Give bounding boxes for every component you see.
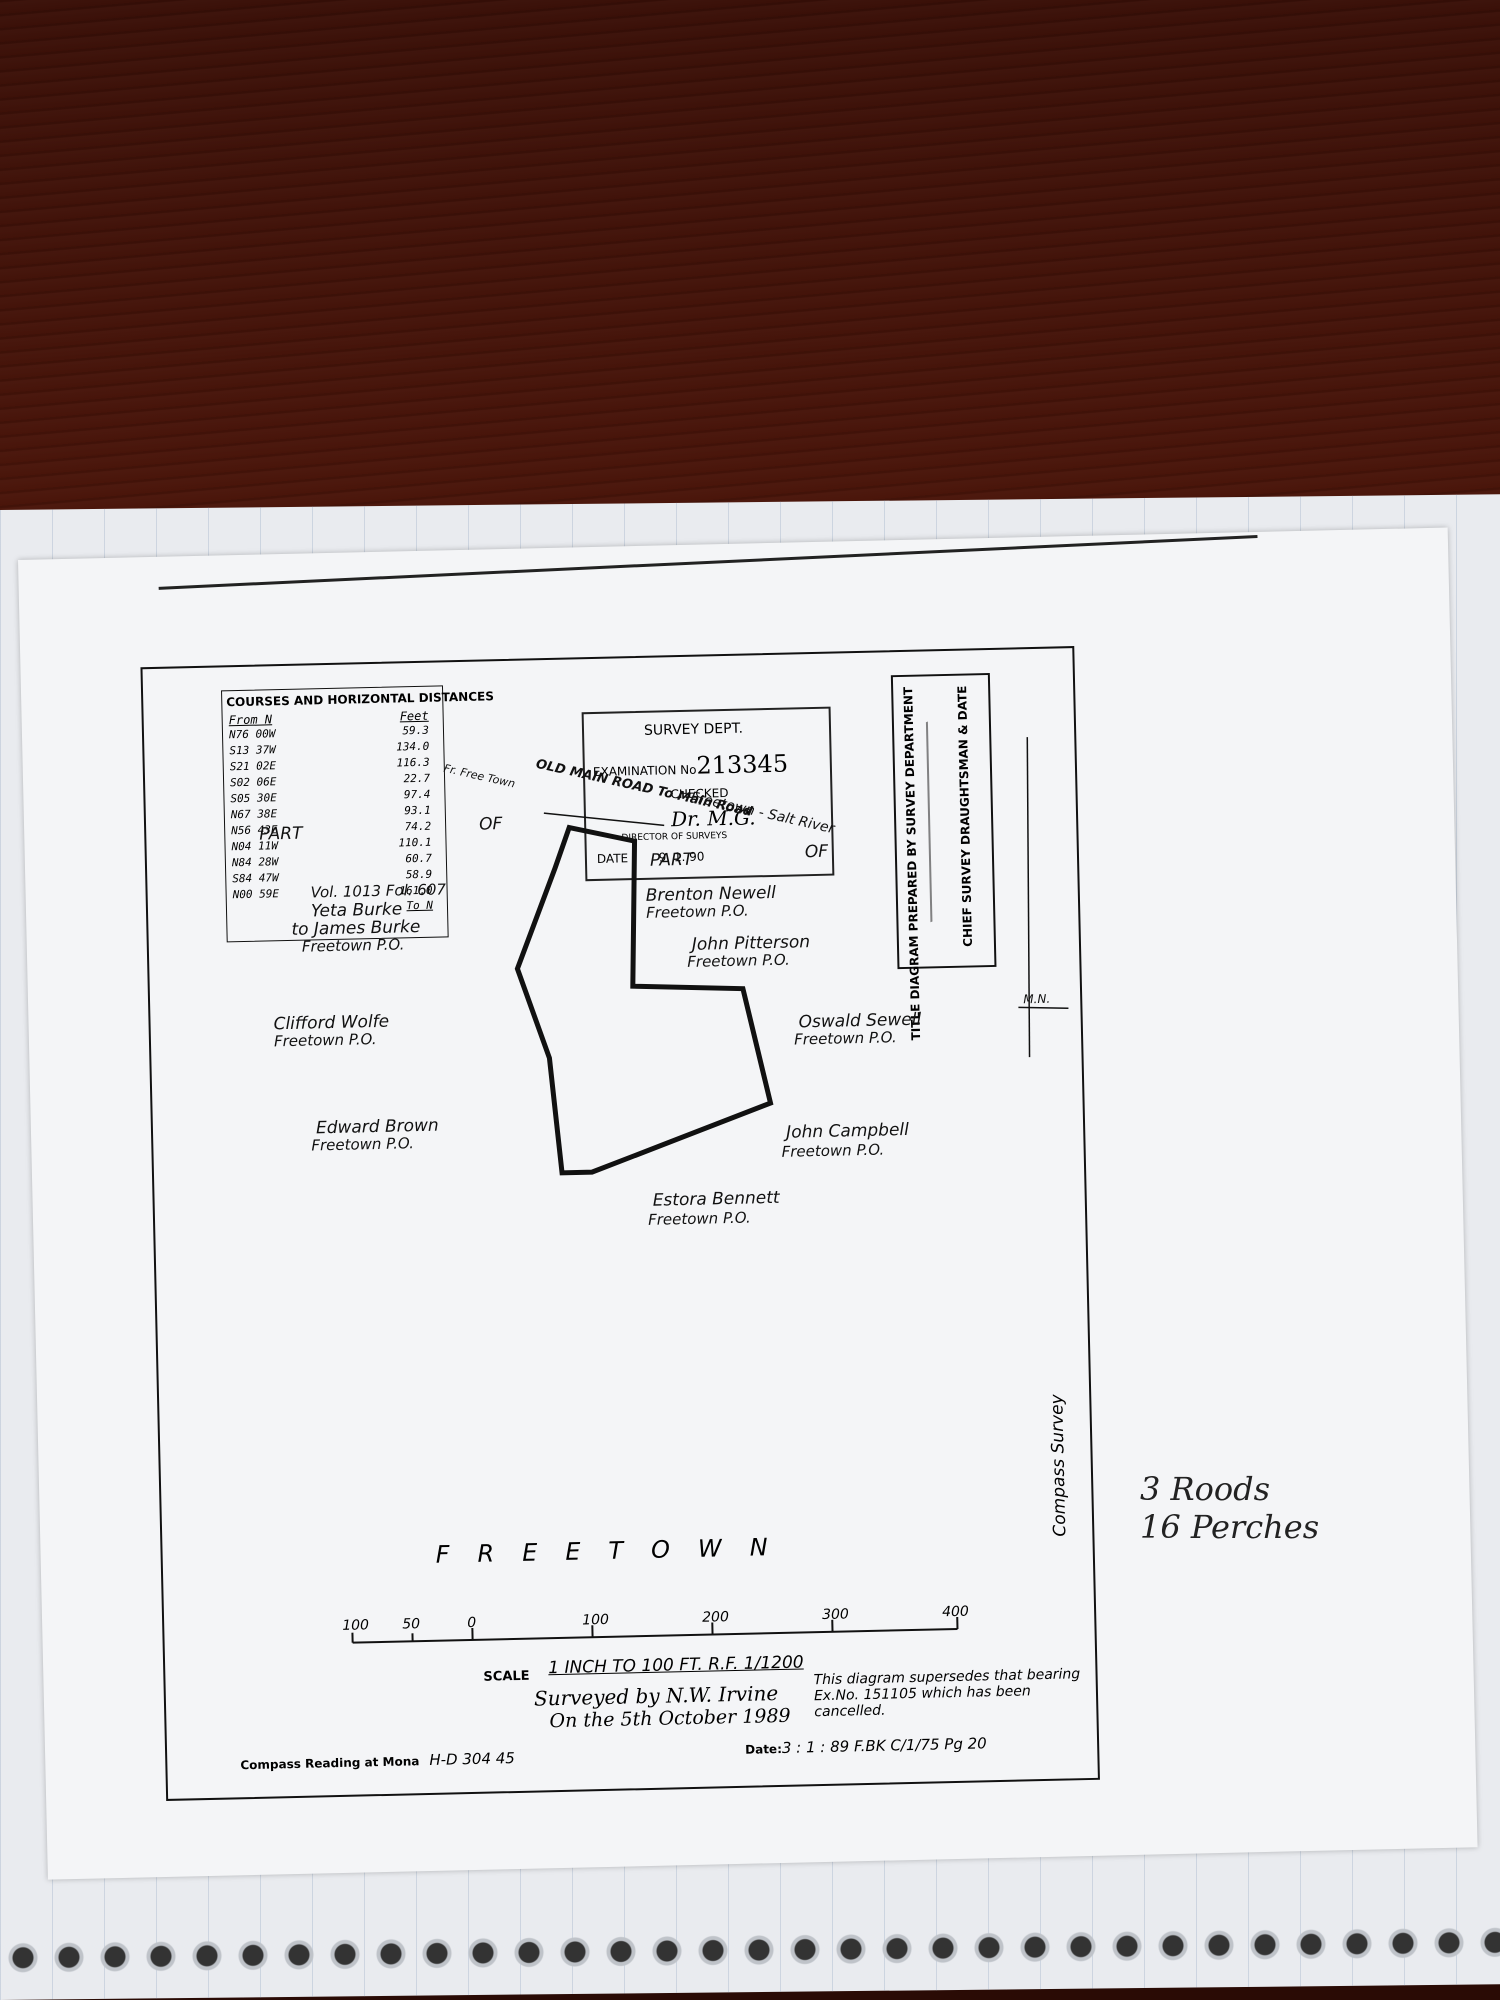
vol-folio: Vol. 1013 Fol. 607 [310,880,447,902]
scale-tick-label: 50 [402,1616,421,1633]
part-left: PART [259,823,303,845]
of-right: OF [804,841,829,863]
parcel-boundary [514,824,774,1176]
spiral-binding [0,1914,1500,2000]
owner-brenton-location: Freetown P.O. [645,901,749,922]
owner-estora-location: Freetown P.O. [647,1208,751,1229]
scale-tick-label: 400 [941,1603,970,1621]
scale-tick-label: 100 [582,1611,610,1629]
owner-john-campbell: John Campbell [785,1119,910,1143]
area-roods: 3 Roods [1140,1470,1271,1508]
owner-edward-location: Freetown P.O. [311,1134,415,1155]
scale-tick-label: 100 [342,1617,370,1634]
owner-yeta-location: Freetown P.O. [301,935,405,956]
road-edge [543,812,665,827]
supersedes-note: This diagram supersedes that bearing Ex.… [813,1666,1081,1721]
scale-tick-label: 300 [821,1606,850,1624]
owner-estora: Estora Bennett [652,1187,780,1211]
scale-bar [352,1627,958,1644]
magnetic-north-label: M.N. [1023,991,1051,1007]
area-handwritten-note: 3 Roods 16 Perches [1140,1470,1319,1546]
north-arrow-base [1018,1006,1069,1010]
scale-tick-label: 0 [467,1614,477,1632]
compass-survey-label: Compass Survey [1047,1394,1071,1537]
area-perches: 16 Perches [1140,1508,1320,1546]
survey-diagram-sheet: COURSES AND HORIZONTAL DISTANCES From N … [18,527,1478,1880]
owner-oswald-location: Freetown P.O. [793,1028,897,1049]
parcel-map [351,737,1069,1644]
of-left: OF [478,814,503,835]
owner-clifford-location: Freetown P.O. [273,1029,377,1051]
scale-tick-label: 200 [701,1609,730,1626]
owner-john-campbell-location: Freetown P.O. [781,1140,885,1161]
owner-john-pitterson-location: Freetown P.O. [687,950,791,971]
part-right: PART [649,849,694,871]
scale-label: SCALE [483,1668,530,1685]
north-arrow-shaft [1026,737,1031,1058]
